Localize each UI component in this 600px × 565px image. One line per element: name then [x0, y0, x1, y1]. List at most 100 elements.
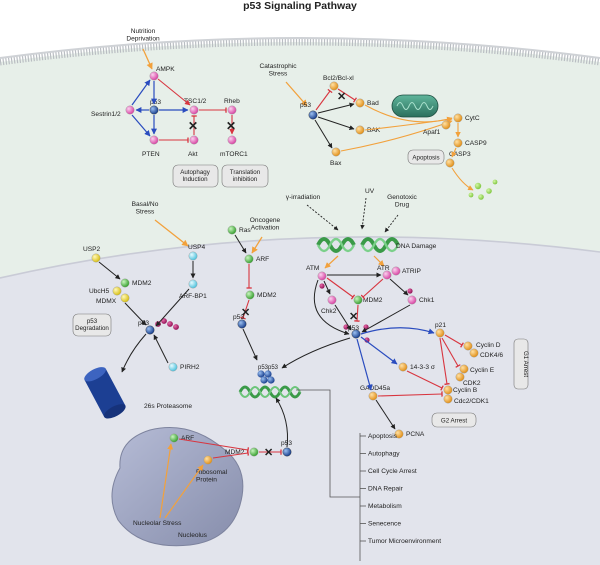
arrow-p53-tetramer-oncogene [242, 328, 258, 361]
arf-oncogene-label: ARF [256, 256, 269, 263]
inhibit-p21-cdc2 [439, 337, 450, 386]
apaf1-node [441, 120, 451, 130]
pirh2-label: PIRH2 [180, 364, 200, 371]
p53-dna-label: p53 [348, 325, 359, 332]
p21-label: p21 [435, 322, 446, 329]
chk1-label: Chk1 [419, 297, 435, 304]
arrow-bax-cytc [340, 120, 453, 152]
chk2-label: Chk2 [321, 308, 337, 315]
cytc-label: CytC [465, 115, 480, 122]
arrow-dna-atm [324, 255, 339, 269]
cdc2-label: Cdc2/CDK1 [454, 398, 489, 405]
p53-degradation-node-label: p53 [138, 320, 149, 327]
arrow-atm-p53 [313, 279, 350, 336]
diagram-title: p53 Signaling Pathway [243, 0, 357, 12]
nucleolar-stress-label: Nucleolar Stress [133, 520, 182, 527]
ubiquitin-chain [161, 318, 167, 324]
arrow-arfbp1-p53-degradation [155, 288, 190, 327]
apoptosis-box [407, 149, 445, 165]
gadd45a-node [368, 391, 378, 401]
outcome-item: Autophagy [368, 451, 400, 458]
arrow-p53-bak [317, 116, 355, 130]
p53-nucleolus-node [282, 447, 292, 457]
arrow-stress-ribosomal [164, 464, 204, 519]
p53-degradation-node [145, 325, 155, 335]
atm-phospho [319, 283, 325, 289]
uv-label: UV [365, 188, 375, 195]
outcome-item: Senecence [368, 521, 401, 528]
plasma-membrane-outer [0, 37, 600, 59]
arrow-p53-bad [317, 102, 355, 114]
bad-label: Bad [367, 100, 379, 107]
inhibit-x-akt: ✕ [188, 119, 198, 133]
inhibit-x-mdm2-oncogene: ✕ [241, 307, 250, 319]
inhibit-x-mdm2-dna: ✕ [349, 311, 358, 323]
inhibit-p21-cyclind [444, 334, 464, 348]
p53-tetramer-subunit [260, 376, 268, 384]
outcome-item: Apoptosis [368, 433, 398, 440]
atr-node [382, 270, 392, 280]
ribosomal-protein-node [203, 455, 213, 465]
gadd45a-label: GADD45a [360, 385, 390, 392]
nuclear-envelope [0, 236, 600, 279]
p53-tetramer-subunit [257, 370, 265, 378]
p21-node [435, 328, 445, 338]
outcome-item: Metabolism [368, 503, 402, 510]
inhibit-bcl2-bad [337, 88, 358, 103]
sestrin-node [125, 105, 135, 115]
sestrin-label: Sestrin1/2 [91, 111, 121, 118]
arrow-uv-dna [360, 197, 367, 230]
arrow-p53-s1433 [360, 336, 398, 365]
apoptotic-fragment [474, 182, 482, 190]
arrow-usp2-mdm2 [98, 261, 121, 280]
p53-autophagy-label: p53 [150, 99, 161, 106]
proteasome-label: 26s Proteasome [144, 403, 192, 410]
pirh2-node [168, 362, 178, 372]
atm-label: ATM [306, 265, 319, 272]
cell-cycle-module: p21 Cyclin D CDK4/6 Cyclin E CDK2 G1 Arr… [356, 322, 529, 439]
cdk46-label: CDK4/6 [480, 352, 503, 359]
chk1-phospho [407, 288, 413, 294]
chk1-node [407, 295, 417, 305]
apoptotic-fragment [486, 188, 492, 194]
atm-node [317, 271, 327, 281]
apoptosis-box-label: Apoptosis [412, 155, 439, 162]
cyclin-b-label: Cyclin B [453, 387, 478, 394]
pten-node [149, 135, 159, 145]
g2-arrest-label: G2 Arrest [441, 418, 467, 425]
arrow-casp9-casp3 [451, 147, 457, 158]
casp9-label: CASP9 [465, 140, 487, 147]
ras-node [227, 225, 237, 235]
mdm2-degradation-node [120, 278, 130, 288]
s1433-node [398, 362, 408, 372]
casp3-label: CASP3 [449, 151, 471, 158]
p53-dna-phospho [364, 337, 370, 343]
bak-label: BAK [367, 127, 381, 134]
p53-tetramer-label: p53p53 [258, 365, 279, 371]
inhibit-mdm2-p53-dna [354, 304, 360, 322]
ampk-node [149, 71, 159, 81]
dna-damage-label: DNA Damage [396, 243, 437, 250]
cyclin-d-label: Cyclin D [476, 342, 501, 349]
mdm2-nucleolus-label: MDM2 [225, 449, 245, 456]
inhibit-mdm2-p53-oncogene [240, 299, 250, 320]
p53-autophagy-node [149, 105, 159, 115]
mdm2-dna-label: MDM2 [363, 297, 383, 304]
mdmx-node [120, 293, 130, 303]
outcome-item: Cell Cycle Arrest [368, 468, 417, 475]
p53-nucleolus-label: p53 [281, 440, 292, 447]
nucleolus-label: Nucleolus [178, 532, 208, 539]
pcna-node [394, 429, 404, 439]
inhibit-atr-mdm2 [360, 278, 384, 300]
inhibit-atm-mdm2 [326, 277, 356, 300]
arrow-atr-chk1 [389, 278, 409, 296]
mdm2-dna-node [353, 295, 363, 305]
atr-label: ATR [377, 265, 390, 272]
inhibit-s1433-cyclinb [406, 370, 444, 391]
arrow-p53-gadd45a [356, 338, 373, 391]
